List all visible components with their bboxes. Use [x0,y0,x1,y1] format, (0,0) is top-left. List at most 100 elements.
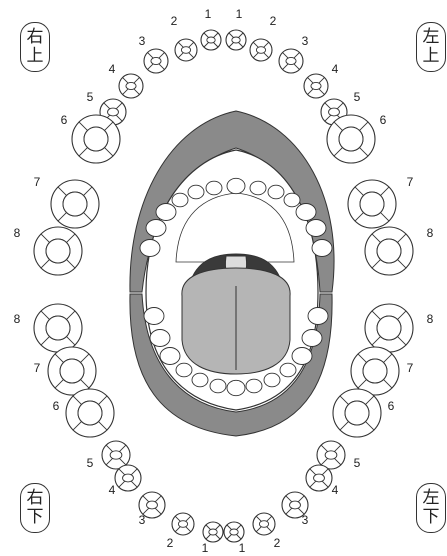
lower-right-tooth-4 [115,465,141,491]
upper-left-tooth-2 [250,39,272,61]
lower-right-tooth-8-occlusal-top [46,316,70,340]
inner-upper-tooth-8 [250,181,266,195]
lower-left-tooth-number-2: 2 [274,536,281,550]
upper-right-tooth-4 [119,74,143,98]
inner-lower-tooth-3 [160,348,180,365]
upper-left-tooth-3-occlusal [286,57,296,64]
upper-left-tooth-number-6: 6 [380,113,387,127]
lower-left-tooth-number-1: 1 [239,541,246,555]
lower-right-tooth-7 [48,347,96,395]
lower-left-tooth-8-occlusal-top [377,316,401,340]
upper-left-tooth-8-occlusal-top [377,239,401,263]
upper-right-tooth-2 [175,39,197,61]
upper-right-tooth-1-occlusal [207,37,215,43]
upper-right-tooth-number-8: 8 [14,226,21,240]
inner-lower-tooth-6 [210,379,226,393]
upper-right-tooth-number-2: 2 [171,14,178,28]
lower-left-tooth-4 [306,465,332,491]
lower-right-tooth-2-occlusal [178,521,187,528]
upper-right-tooth-number-3: 3 [139,34,146,48]
lower-right-tooth-number-5: 5 [87,456,94,470]
lower-right-tooth-number-3: 3 [139,513,146,527]
upper-left-tooth-number-5: 5 [354,90,361,104]
upper-right-tooth-number-5: 5 [87,90,94,104]
lower-right-tooth-number-1: 1 [202,541,209,555]
inner-upper-tooth-9 [268,185,284,199]
quadrant-label-lower-left-jaw: 下 [423,508,440,527]
upper-left-tooth-5-occlusal [329,108,340,116]
upper-right-tooth-8 [34,227,82,275]
upper-left-tooth-1 [226,30,246,50]
quadrant-label-upper-right-side: 右 [27,28,44,47]
lower-left-tooth-7-occlusal-top [363,359,387,383]
lower-right-tooth-number-7: 7 [34,361,41,375]
quadrant-label-lower-right: 右 下 [20,483,50,533]
upper-left-tooth-1-occlusal [232,37,240,43]
lower-right-tooth-6-occlusal-top [78,401,102,425]
quadrant-label-upper-right: 右 上 [20,22,50,72]
inner-upper-tooth-10 [284,193,300,207]
lower-right-tooth-number-6: 6 [53,399,60,413]
lower-right-tooth-number-2: 2 [167,536,174,550]
upper-left-tooth-3 [279,49,303,73]
upper-left-tooth-number-3: 3 [302,34,309,48]
quadrant-label-lower-left: 左 下 [416,483,446,533]
upper-left-tooth-4-occlusal [311,82,321,89]
quadrant-label-lower-left-side: 左 [423,489,440,508]
lower-left-tooth-number-8: 8 [427,312,434,326]
inner-lower-tooth-9 [264,373,280,387]
lower-left-tooth-7 [351,347,399,395]
quadrant-label-upper-left: 左 上 [416,22,446,72]
inner-upper-tooth-7 [227,178,245,193]
lower-right-tooth-4-occlusal [123,474,134,482]
inner-upper-tooth-11 [296,204,316,221]
inner-lower-tooth-8 [246,379,262,393]
lower-left-tooth-3-occlusal [290,501,301,509]
lower-left-tooth-6-occlusal-top [345,401,369,425]
inner-upper-tooth-13 [312,240,332,257]
lower-right-tooth-5-occlusal [110,451,122,459]
inner-upper-tooth-4 [172,193,188,207]
inner-lower-tooth-2 [150,330,170,347]
quadrant-label-upper-left-jaw: 上 [423,47,440,66]
inner-lower-tooth-1 [144,308,164,325]
quadrant-label-upper-right-jaw: 上 [27,47,44,66]
upper-right-tooth-6 [72,115,120,163]
lower-left-tooth-number-6: 6 [388,399,395,413]
upper-right-tooth-1 [201,30,221,50]
mouth-group [130,111,334,436]
lower-right-tooth-1 [203,522,223,542]
inner-upper-tooth-12 [306,220,326,237]
upper-left-tooth-4 [304,74,328,98]
inner-upper-tooth-3 [156,204,176,221]
lower-right-tooth-number-8: 8 [14,312,21,326]
quadrant-label-lower-right-jaw: 下 [27,508,44,527]
upper-right-tooth-3 [144,49,168,73]
upper-left-tooth-6 [327,115,375,163]
lower-right-tooth-number-4: 4 [109,483,116,497]
upper-right-tooth-4-occlusal [126,82,136,89]
inner-lower-tooth-4 [176,363,192,377]
upper-left-tooth-number-4: 4 [332,62,339,76]
inner-lower-tooth-12 [302,330,322,347]
upper-right-tooth-6-occlusal-top [84,127,108,151]
inner-lower-tooth-11 [292,348,312,365]
upper-left-tooth-6-occlusal-top [339,127,363,151]
lower-left-tooth-1-occlusal [230,529,238,535]
inner-lower-tooth-10 [280,363,296,377]
lower-left-tooth-2-occlusal [259,521,268,528]
inner-upper-tooth-6 [206,181,222,195]
upper-left-tooth-7 [348,180,396,228]
lower-left-tooth-8 [365,304,413,352]
upper-right-tooth-7 [51,180,99,228]
upper-left-tooth-7-occlusal-top [360,192,384,216]
inner-upper-tooth-5 [188,185,204,199]
inner-upper-tooth-1 [140,240,160,257]
upper-right-tooth-7-occlusal-top [63,192,87,216]
lower-right-tooth-1-occlusal [209,529,217,535]
upper-right-tooth-number-6: 6 [61,113,68,127]
upper-left-tooth-number-8: 8 [427,226,434,240]
lower-left-tooth-number-4: 4 [332,483,339,497]
